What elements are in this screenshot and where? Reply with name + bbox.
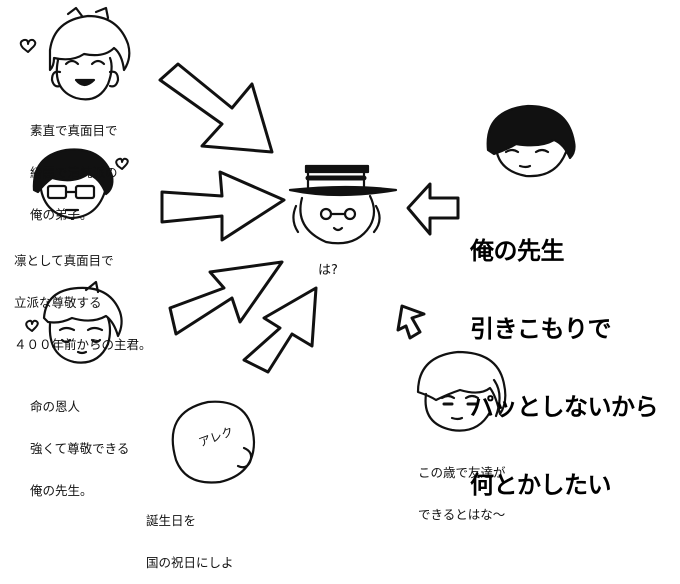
disciple-face	[48, 6, 131, 101]
center-character	[288, 164, 398, 245]
caption-line: 俺の先生。	[30, 483, 93, 498]
caption-line: 命の恩人	[30, 399, 81, 414]
shout-line: 俺の先生	[470, 237, 565, 265]
shout-line: 引きこもりで	[470, 315, 612, 343]
caption-line: 俺の弟子。	[30, 207, 93, 222]
illustration-layer	[19, 6, 576, 484]
caption-line: 国の祝日にしよ	[146, 555, 234, 570]
lord-face	[32, 148, 114, 220]
caption-line: 素直で真面目で	[30, 123, 118, 138]
heart-icon	[19, 38, 37, 53]
savior-face	[42, 280, 123, 364]
heart-icon	[25, 319, 39, 332]
teacher-shout: 俺の先生 引きこもりで パッとしないから 何とかしたい	[470, 186, 659, 524]
teacher-face	[486, 104, 576, 178]
caption-line: 強くて尊敬できる	[30, 441, 130, 456]
center-reaction: は?	[318, 263, 338, 278]
caption-line: 綺麗で清純派の	[30, 165, 118, 180]
heart-icon	[115, 157, 129, 170]
caption-line: 誕生日を	[146, 513, 197, 528]
shout-line: パッとしないから	[470, 393, 659, 421]
caption-line: 凛として真面目で	[14, 253, 114, 268]
arrow-from-disciple	[158, 62, 274, 154]
alek-head	[171, 400, 256, 484]
friend-face	[416, 350, 507, 432]
arrow-from-alek	[242, 286, 318, 374]
caption-friend: この歳で友達が できるとはな〜	[418, 438, 506, 536]
caption-birthday: 誕生日を 国の祝日にしよ	[146, 486, 234, 584]
arrow-from-teacher	[406, 182, 460, 236]
caption-line: できるとはな〜	[418, 507, 506, 522]
shout-line: 何とかしたい	[470, 471, 612, 499]
caption-lord: 凛として真面目で 立派な尊敬する ４００年前からの主君。	[14, 226, 152, 366]
caption-line: ４００年前からの主君。	[14, 337, 152, 352]
caption-line: 立派な尊敬する	[14, 295, 102, 310]
comic-panel: 素直で真面目で 綺麗で清純派の 俺の弟子。 凛として真面目で 立派な尊敬する ４…	[14, 6, 659, 570]
arrow-from-lord	[160, 170, 286, 242]
arrow-from-friend	[396, 304, 426, 340]
caption-savior: 命の恩人 強くて尊敬できる 俺の先生。	[30, 372, 129, 512]
caption-line: この歳で友達が	[418, 465, 506, 480]
arrow-from-savior	[168, 260, 284, 336]
caption-disciple: 素直で真面目で 綺麗で清純派の 俺の弟子。	[30, 96, 118, 236]
